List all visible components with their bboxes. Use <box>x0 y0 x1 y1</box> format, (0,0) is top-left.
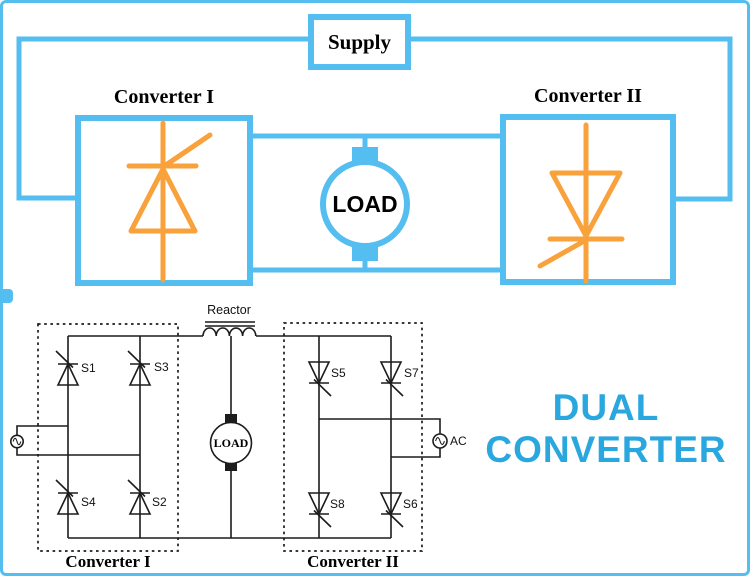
right-ac-sine <box>435 437 445 445</box>
converter2-dashed-box <box>283 322 423 552</box>
s3-label: S3 <box>154 360 169 374</box>
s7-label: S7 <box>404 366 419 380</box>
left-ac-wires <box>16 425 140 456</box>
thyristor-s5-icon <box>307 361 332 397</box>
supply-box <box>308 14 411 70</box>
load-label: LOAD <box>332 190 398 217</box>
s4-label: S4 <box>81 495 96 509</box>
supply-left-wire <box>16 36 311 201</box>
left-ac-sine <box>12 437 22 446</box>
thyristor-s3-icon <box>127 350 152 386</box>
schematic-load-label: LOAD <box>213 436 249 450</box>
thyristor-s8-icon <box>307 492 332 528</box>
border-corner-artifact <box>3 289 13 303</box>
s5-label: S5 <box>331 366 346 380</box>
schematic-load-top-terminal <box>225 414 237 423</box>
supply-label: Supply <box>327 29 392 54</box>
thyristor-s2-icon <box>127 479 152 515</box>
supply-right-wire <box>408 36 733 202</box>
reactor-core-lines <box>205 321 255 327</box>
bridge-legs <box>67 336 392 538</box>
block-diagram-canvas <box>3 14 733 303</box>
load-bottom-terminal <box>352 246 378 261</box>
right-ac-wires <box>319 418 441 458</box>
schematic-load-circle <box>209 421 253 465</box>
schematic-converter1-label: Converter I <box>65 552 151 571</box>
figure-title-line1: DUAL <box>552 387 660 428</box>
s2-label: S2 <box>152 495 167 509</box>
reactor-label: Reactor <box>207 303 251 317</box>
thyristor-s1-icon <box>55 350 80 386</box>
s6-label: S6 <box>403 497 418 511</box>
figure-title-line2: CONVERTER <box>485 429 727 470</box>
converter1-title: Converter I <box>113 86 215 108</box>
load-top-terminal <box>352 147 378 162</box>
figure-title: DUAL CONVERTER <box>465 389 747 474</box>
ac-label: AC <box>450 434 467 448</box>
thyristor-s7-icon <box>379 361 404 397</box>
left-ac-source-icon <box>10 434 24 449</box>
thyristor-s4-icon <box>55 479 80 515</box>
s1-label: S1 <box>81 361 96 375</box>
schematic-load-bottom-terminal <box>225 462 237 471</box>
converter1-dashed-box <box>37 323 179 552</box>
schematic-converter2-label: Converter II <box>307 552 399 571</box>
s8-label: S8 <box>330 497 345 511</box>
thyristor-s6-icon <box>379 492 404 528</box>
reactor-coil <box>202 327 257 337</box>
converter2-thyristor-icon <box>537 122 625 284</box>
schematic-canvas <box>10 321 448 552</box>
right-ac-source-icon <box>432 433 448 449</box>
converter2-title: Converter II <box>534 85 642 107</box>
converter1-thyristor-icon <box>126 120 213 283</box>
